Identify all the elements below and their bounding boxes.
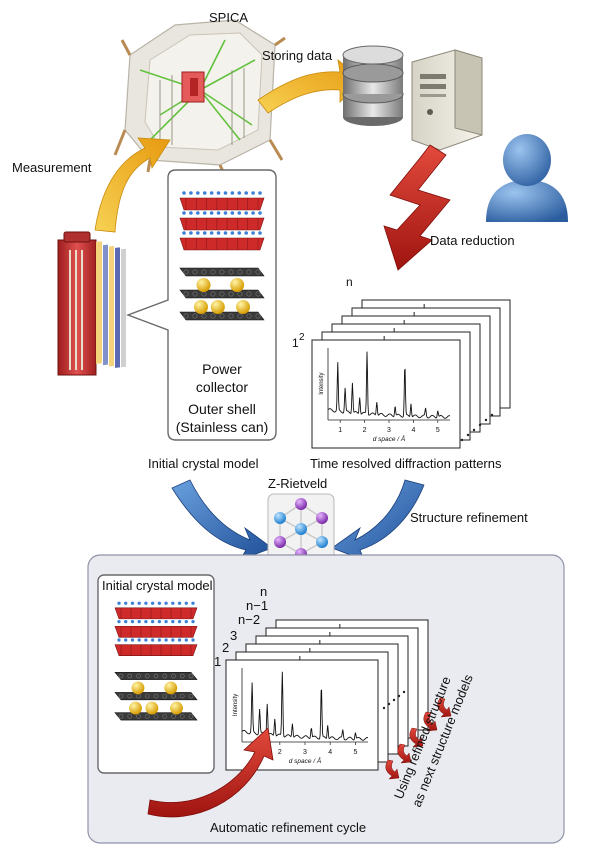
svg-text:d space / Å: d space / Å xyxy=(373,434,406,443)
stack-bottom-n-minus-2: n−2 xyxy=(238,612,260,627)
svg-text:2: 2 xyxy=(278,749,282,756)
outer-shell-label-2: (Stainless can) xyxy=(176,419,269,435)
initial-crystal-model-label-2: Initial crystal model xyxy=(102,578,213,593)
svg-text:Intensity: Intensity xyxy=(233,694,239,716)
measurement-arrow xyxy=(94,137,171,233)
svg-text:4: 4 xyxy=(411,427,415,434)
svg-text:5: 5 xyxy=(353,749,357,756)
initial-crystal-model-label: Initial crystal model xyxy=(148,456,259,471)
z-rietveld-label: Z-Rietveld xyxy=(268,476,327,491)
svg-text:3: 3 xyxy=(387,427,391,434)
svg-text:5: 5 xyxy=(436,427,440,434)
automatic-cycle-label: Automatic refinement cycle xyxy=(210,820,366,835)
svg-text:1: 1 xyxy=(338,427,342,434)
spica-instrument-icon xyxy=(113,19,286,177)
blue-arrow-left xyxy=(171,479,273,561)
spica-label: SPICA xyxy=(209,10,248,25)
storing-data-label: Storing data xyxy=(262,48,333,63)
crystal-structure-top xyxy=(179,191,265,321)
data-reduction-arrow xyxy=(383,144,451,271)
stack-bottom-n: n xyxy=(260,584,267,599)
feedback-red-arrow xyxy=(147,727,274,818)
blue-arrow-right xyxy=(331,479,425,561)
cycle-arrows xyxy=(382,690,452,780)
battery-cell-icon xyxy=(57,231,126,376)
data-reduction-label: Data reduction xyxy=(430,233,515,248)
stack-bottom-3: 3 xyxy=(230,628,237,643)
svg-text:3: 3 xyxy=(303,749,307,756)
stack-top-1: 1 xyxy=(292,336,299,350)
time-resolved-label: Time resolved diffraction patterns xyxy=(310,456,502,471)
svg-text:2: 2 xyxy=(363,427,367,434)
diffraction-stack-top: 1 2 3 4 5 d space / Å Intensity xyxy=(311,299,511,449)
server-icon xyxy=(411,49,483,151)
structure-refinement-label: Structure refinement xyxy=(410,510,528,525)
stack-bottom-1: 1 xyxy=(214,654,221,669)
svg-text:Intensity: Intensity xyxy=(319,372,325,394)
z-rietveld-logo-icon xyxy=(267,493,335,563)
stack-top-2: 2 xyxy=(299,332,305,343)
user-icon xyxy=(486,134,568,222)
svg-text:4: 4 xyxy=(328,749,332,756)
stack-bottom-n-minus-1: n−1 xyxy=(246,598,268,613)
stack-bottom-2: 2 xyxy=(222,640,229,655)
outer-shell-label-1: Outer shell xyxy=(188,401,256,417)
power-collector-label-2: collector xyxy=(196,379,248,395)
stack-top-n: n xyxy=(346,275,353,289)
power-collector-label-1: Power xyxy=(202,361,242,377)
measurement-label: Measurement xyxy=(12,160,92,175)
crystal-structure-bottom xyxy=(114,601,198,721)
database-icon xyxy=(342,45,404,126)
svg-text:d space / Å: d space / Å xyxy=(289,756,322,765)
